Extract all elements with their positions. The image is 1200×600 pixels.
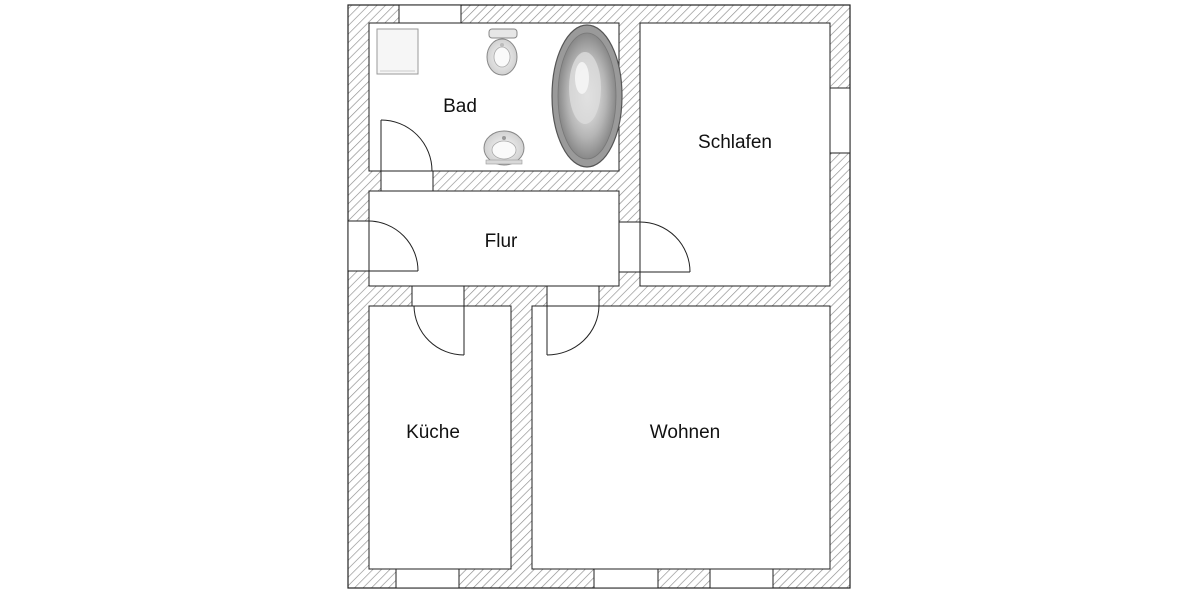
window-wohnen-bottom-left	[593, 568, 659, 589]
kueche-door-opening	[411, 285, 465, 307]
room-label-wohnen: Wohnen	[650, 422, 720, 443]
room-label-flur: Flur	[485, 231, 518, 252]
schlafen-door-opening	[618, 221, 641, 273]
shower-tray-icon	[376, 28, 419, 75]
room-schlafen	[639, 22, 831, 287]
kueche-door	[413, 305, 465, 356]
room-wohnen	[531, 305, 831, 570]
bad-door	[380, 119, 433, 172]
schlafen-door	[639, 221, 691, 273]
wohnen-door-opening	[546, 285, 600, 307]
room-flur	[368, 190, 620, 287]
window-schlafen-right	[829, 87, 851, 154]
window-wohnen-bottom-right	[709, 568, 774, 589]
entrance-opening	[347, 220, 370, 272]
windows	[395, 4, 851, 589]
toilet-icon	[486, 28, 518, 76]
room-label-bad: Bad	[443, 96, 477, 117]
bathtub-icon	[551, 24, 623, 168]
bad-door-opening	[380, 170, 434, 192]
door-swings	[368, 119, 691, 356]
room-label-schlafen: Schlafen	[698, 132, 772, 153]
washbasin-icon	[483, 130, 525, 166]
room-label-kueche: Küche	[406, 422, 460, 443]
room-kueche	[368, 305, 512, 570]
wohnen-door	[546, 305, 600, 356]
entrance-door	[368, 220, 419, 272]
window-kueche-bottom	[395, 568, 460, 589]
window-bad-top	[398, 4, 462, 24]
